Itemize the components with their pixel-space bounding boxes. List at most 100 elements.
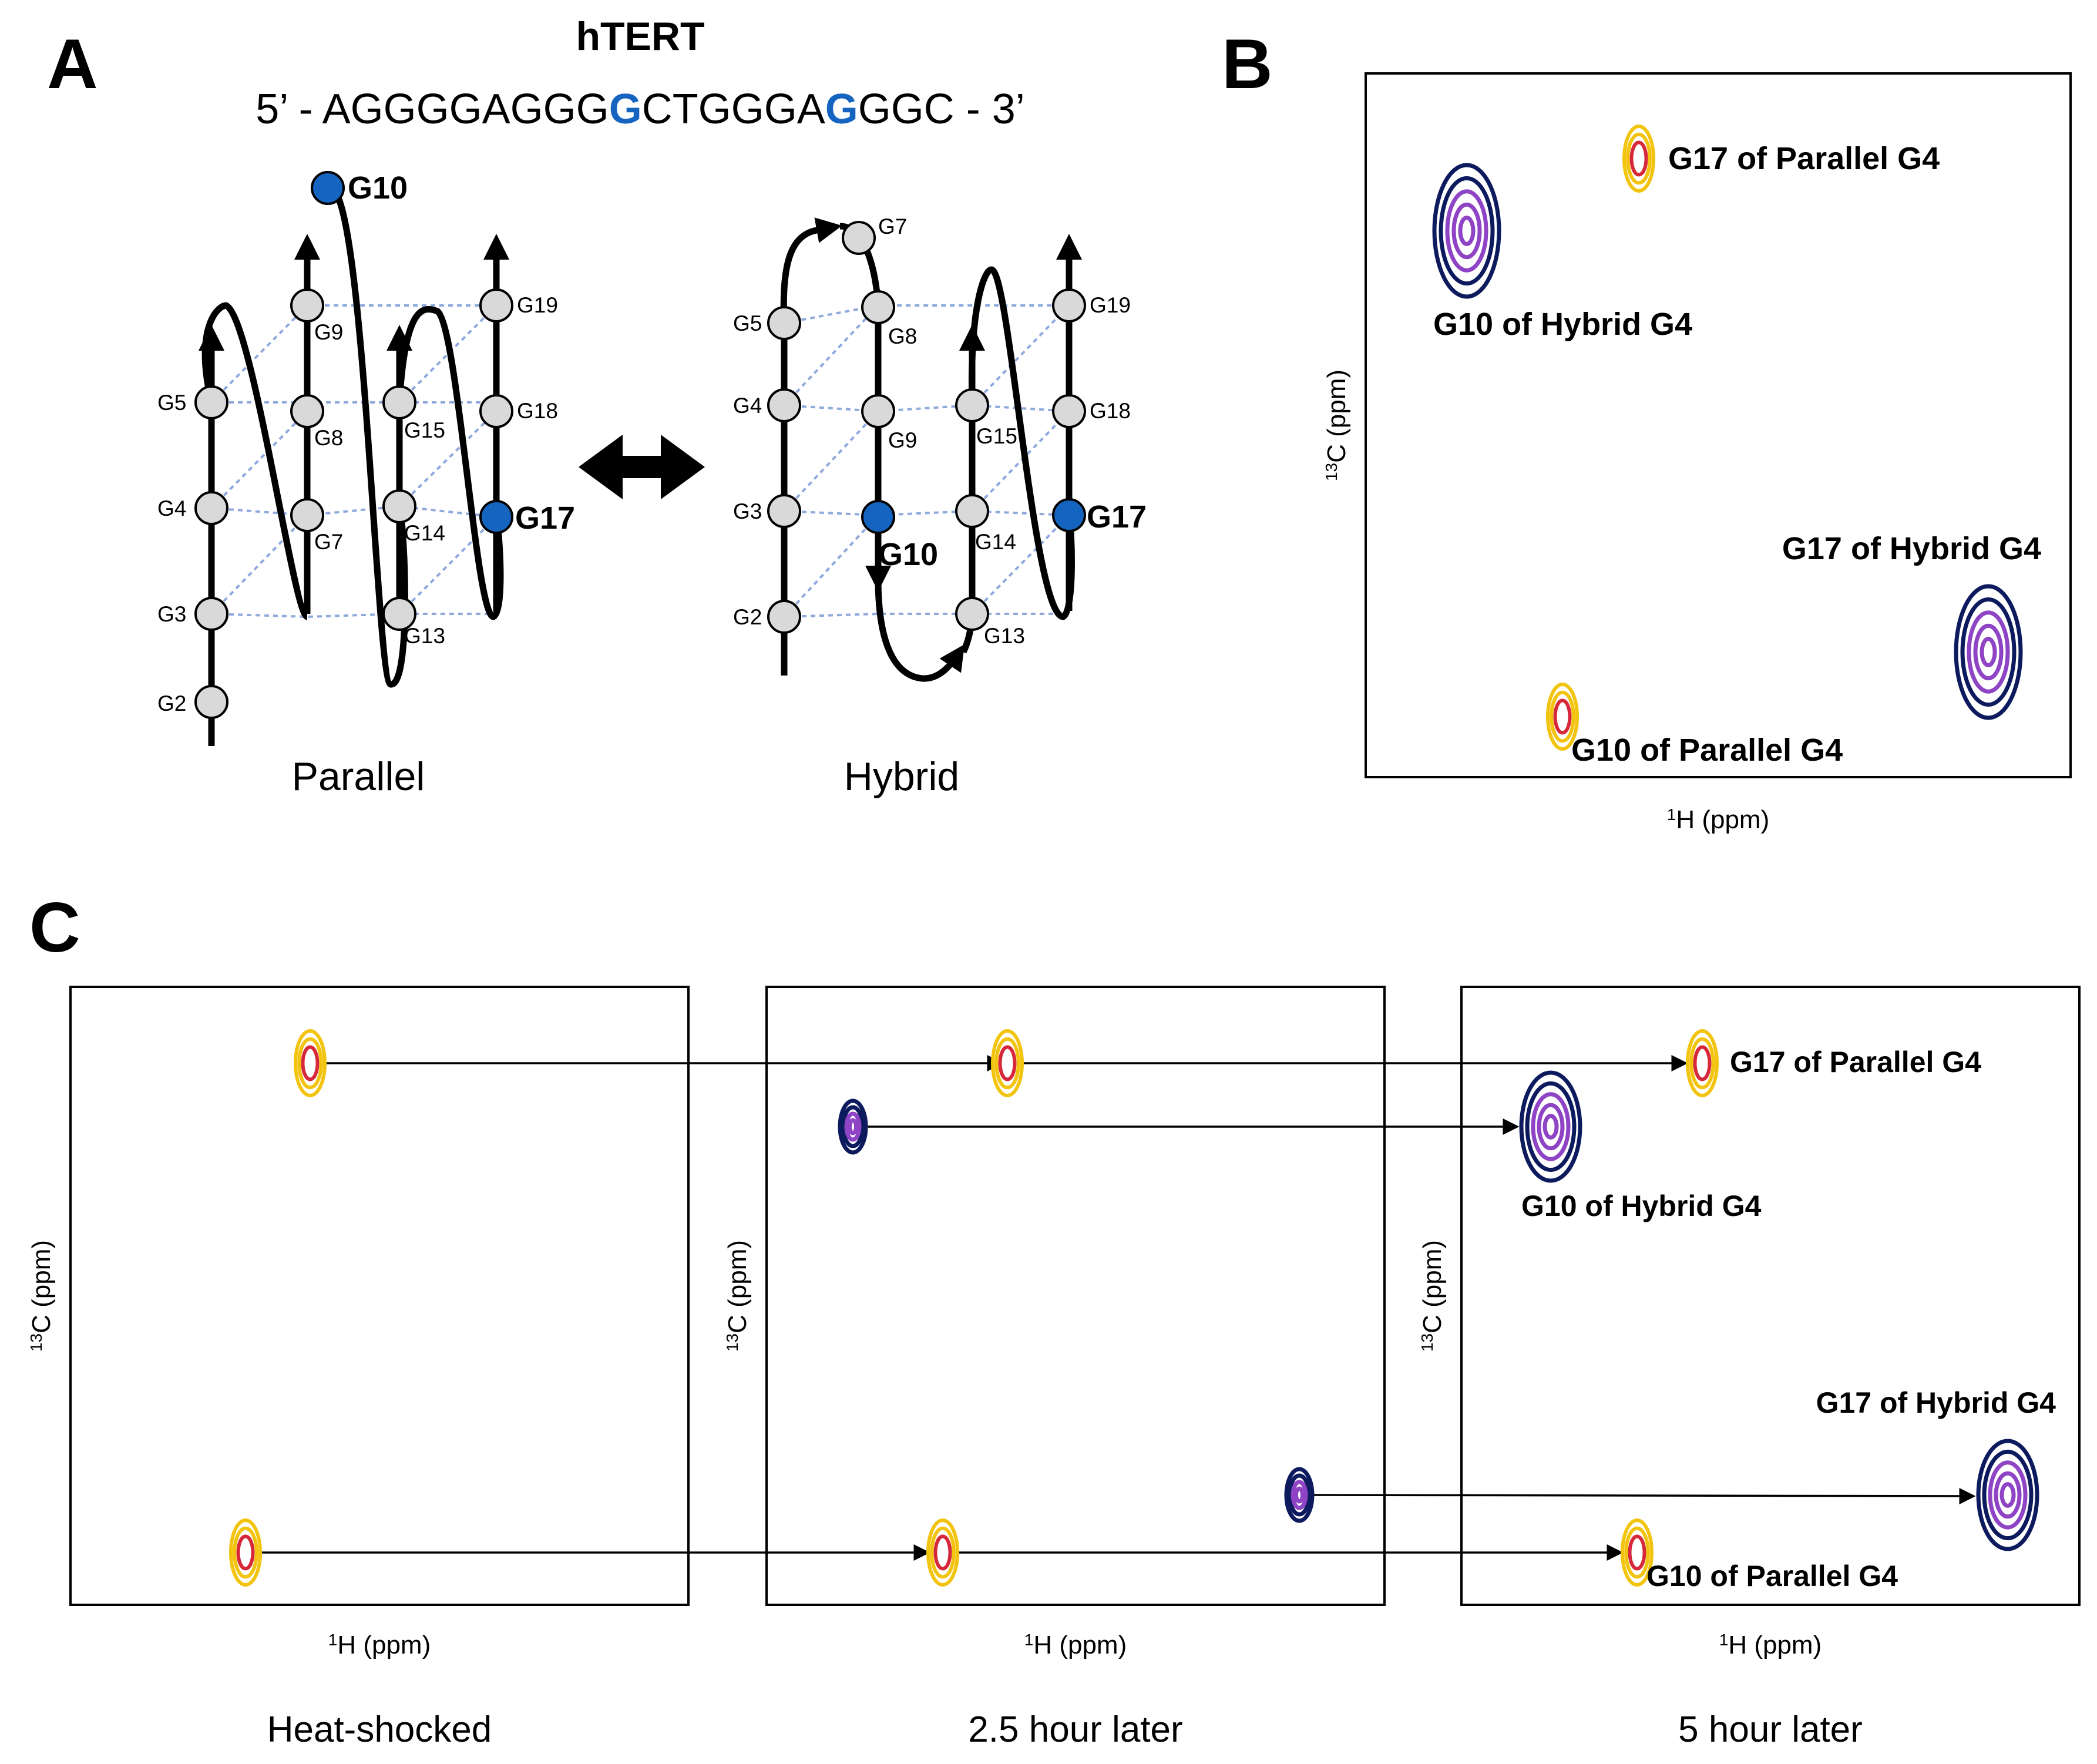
node-g9 [290,288,324,322]
peak-b-label-g10-parallel: G10 of Parallel G4 [1571,733,1843,768]
peak-contour-ring [1980,637,1997,667]
label-g2: G2 [157,691,186,715]
equilibrium-arrow [579,435,705,499]
arrow-g17-hybrid [1312,1487,1976,1504]
parallel-caption: Parallel [292,754,425,799]
hybrid-node-g14 [955,494,989,528]
panel-c-xlabel-3: 1H (ppm) [1719,1631,1822,1659]
peak-contour-ring [1291,1480,1308,1510]
peak-c-label-g17-parallel: G17 of Parallel G4 [1730,1046,1981,1078]
label-g18: G18 [517,399,558,423]
seq-segment-2: CTGGGA [642,86,825,133]
peak-contour-ring [1982,1449,2034,1541]
hybrid-label-g9: G9 [888,428,917,452]
peak-b-g10-parallel [1546,683,1579,751]
hybrid-label-g8: G8 [888,324,917,348]
hybrid-label-g14: G14 [975,530,1016,554]
label-g17: G17 [515,500,575,536]
peak-c3-g17-hybrid [1976,1439,2039,1551]
caption-5-hour: 5 hour later [1678,1709,1863,1750]
hybrid-node-g18 [1052,394,1086,428]
panel-a: A hTERT 5’ - AGGGGAGGGGCTGGGAGGGC - 3’ [47,14,1147,799]
peak-contour-ring [848,1118,858,1135]
peak-contour-ring [937,1543,949,1563]
peak-contour-ring [304,1053,316,1073]
caption-heat-shocked: Heat-shocked [267,1709,492,1750]
peak-contour-ring [1988,1460,2028,1530]
panel-b: B 13C (ppm) 1H (ppm) G17 of Parallel G4 … [1222,25,2072,834]
parallel-g4-diagram: G2 G3 G4 G5 G7 G8 G9 G10 G13 G14 G15 G17… [157,170,575,799]
peak-contour-ring [933,1534,952,1571]
peak-contour-ring [841,1105,865,1148]
hybrid-node-g8 [861,290,895,324]
hybrid-label-g17: G17 [1087,499,1147,535]
peak-c1-g10-parallel [229,1518,262,1587]
htert-title: hTERT [576,14,704,59]
hybrid-node-g17 [1052,498,1086,532]
peak-contour-ring [233,1526,258,1579]
hybrid-label-g3: G3 [733,499,762,523]
node-g8 [290,394,324,428]
label-g5: G5 [157,391,186,415]
label-g10: G10 [348,170,408,206]
peak-contour-ring [1693,1045,1712,1081]
panel-c-ylabel-3: 13C (ppm) [1418,1240,1447,1352]
peak-contour-ring [1631,1543,1643,1563]
node-g3 [194,597,228,631]
peak-contour-ring [1626,132,1652,185]
node-g2 [194,685,228,719]
node-g10 [311,171,345,205]
peak-contour-ring [1531,1092,1571,1161]
peak-contour-ring [1629,140,1648,177]
label-g3: G3 [157,602,186,626]
panel-c-ylabel-1: 13C (ppm) [27,1240,56,1352]
peak-b-label-g17-hybrid: G17 of Hybrid G4 [1782,531,2041,566]
peak-contour-ring [301,1045,320,1081]
peak-c2-g17-parallel [991,1029,1024,1097]
hybrid-node-g9 [861,394,895,428]
peak-contour-ring [1432,163,1501,299]
label-g14: G14 [404,521,445,545]
hybrid-node-g19 [1052,288,1086,322]
hybrid-node-g10 [861,500,895,534]
peak-contour-ring [1525,1081,1577,1172]
peak-contour-ring [1696,1053,1708,1073]
peak-contour-ring [1294,1486,1305,1504]
peak-contour-ring [1960,597,2017,707]
label-g19: G19 [517,293,558,317]
hybrid-loop-propeller [968,266,1075,620]
peak-b-label-g17-parallel: G17 of Parallel G4 [1668,141,1940,176]
hybrid-node-g7 [842,221,876,255]
hybrid-label-g10: G10 [878,537,938,572]
hybrid-nodes [767,221,1086,634]
peak-contour-ring [1439,176,1495,286]
parallel-loop-1 [201,302,311,620]
node-g13 [382,597,416,631]
peak-contour-ring [1624,1526,1650,1579]
peak-contour-ring [297,1037,323,1090]
peak-contour-ring [1542,1114,1559,1140]
panel-b-ylabel: 13C (ppm) [1322,369,1351,481]
seq-segment-3: GGC - 3’ [858,86,1025,133]
peak-c-label-g17-hybrid: G17 of Hybrid G4 [1816,1386,2056,1419]
peak-c3-g10-parallel [1621,1518,1654,1587]
peak-contour-ring [1954,584,2023,720]
panel-c-xlabel-1: 1H (ppm) [328,1631,431,1659]
peak-contour-ring [930,1526,956,1579]
hybrid-loop-top-1 [780,217,842,324]
hybrid-loop-bottom [875,578,965,682]
hybrid-label-g15: G15 [976,424,1017,448]
peak-c3-g17-parallel [1686,1029,1719,1097]
caption-2-5-hour: 2.5 hour later [968,1709,1182,1750]
panel-c-frame-heat-shocked [69,986,690,1606]
label-g13: G13 [404,624,445,648]
hybrid-label-g13: G13 [984,624,1025,648]
peak-contour-ring [1628,1534,1646,1571]
peak-b-label-g10-hybrid: G10 of Hybrid G4 [1433,307,1692,342]
node-g4 [194,491,228,525]
node-g5 [194,385,228,419]
peak-b-g17-hybrid [1954,584,2023,720]
peak-contour-ring [240,1543,251,1563]
node-g7 [290,498,324,532]
